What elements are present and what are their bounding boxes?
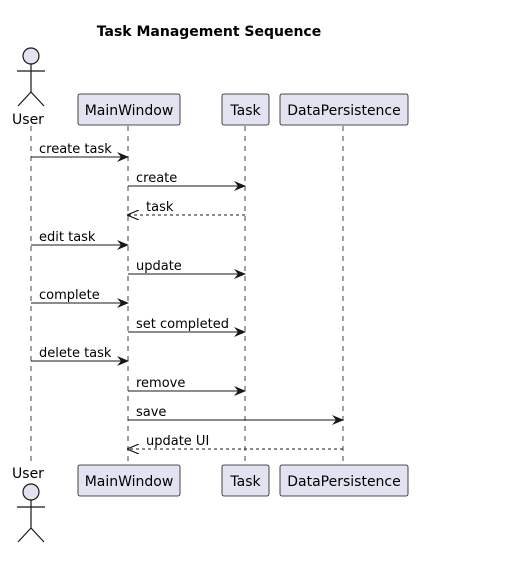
- message-label: delete task: [39, 346, 112, 361]
- message-label: complete: [39, 288, 100, 303]
- actor-user-top: User: [12, 47, 45, 128]
- participant-datapersistence-top: DataPersistence: [279, 93, 409, 126]
- message-label: save: [136, 405, 166, 420]
- message-label: task: [146, 200, 174, 215]
- actor-label: User: [12, 112, 44, 128]
- message-label: create: [136, 171, 177, 186]
- participant-label: DataPersistence: [287, 474, 401, 490]
- diagram-title: Task Management Sequence: [97, 24, 321, 40]
- participant-label: Task: [229, 474, 261, 490]
- participant-label: MainWindow: [85, 103, 174, 119]
- message-label: set completed: [136, 317, 229, 332]
- message-label: create task: [39, 142, 112, 157]
- stick-figure-icon: [17, 47, 45, 107]
- lifelines: [30, 126, 344, 464]
- participant-mainwindow-bottom: MainWindow: [77, 464, 181, 497]
- participant-datapersistence-bottom: DataPersistence: [279, 464, 409, 497]
- message-label: update UI: [146, 434, 209, 449]
- messages: create task create task edit task update comp…: [31, 142, 344, 449]
- participant-mainwindow-top: MainWindow: [77, 93, 181, 126]
- message-label: remove: [136, 376, 185, 391]
- participant-label: DataPersistence: [287, 103, 401, 119]
- actor-label: User: [12, 466, 44, 482]
- message-label: update: [136, 259, 182, 274]
- participant-task-top: Task: [221, 93, 270, 126]
- message-label: edit task: [39, 230, 96, 245]
- participant-label: MainWindow: [85, 474, 174, 490]
- participant-task-bottom: Task: [221, 464, 270, 497]
- participant-label: Task: [229, 103, 261, 119]
- stick-figure-icon: [17, 483, 45, 543]
- actor-user-bottom: User: [12, 466, 45, 543]
